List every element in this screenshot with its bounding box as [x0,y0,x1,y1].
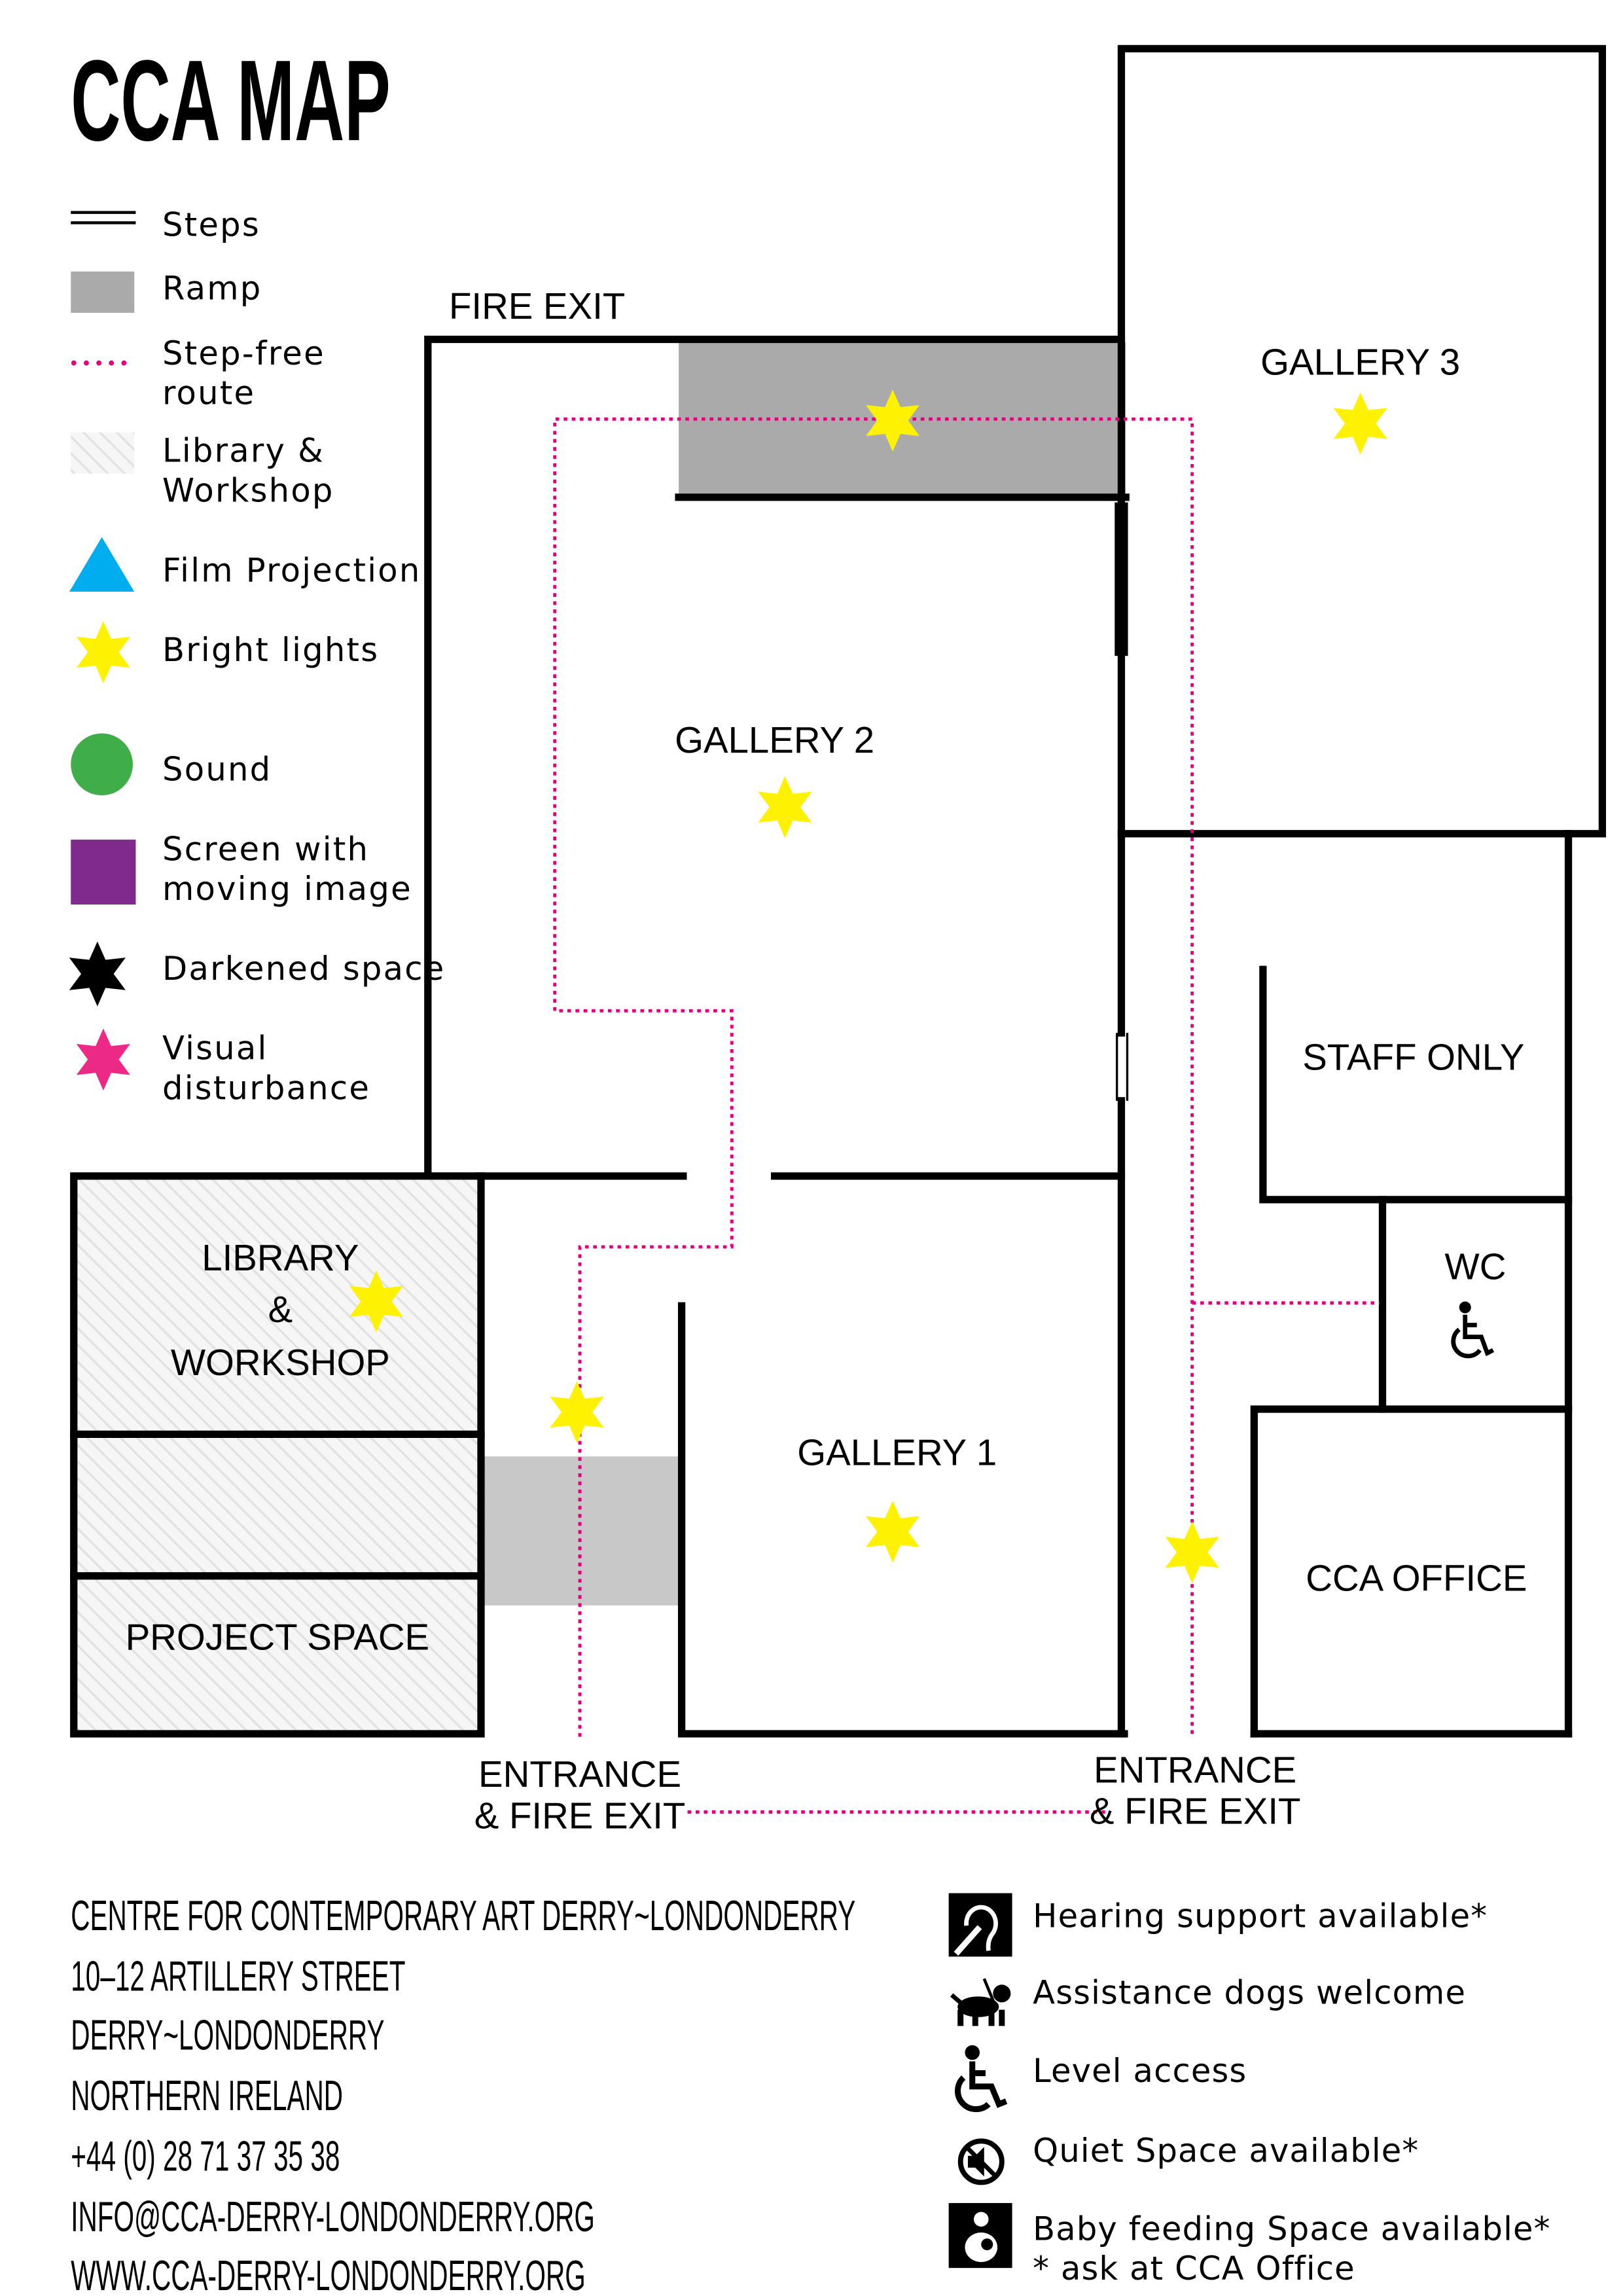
wheelchair-icon [1451,1301,1495,1359]
legend-label: Ramp [162,270,262,308]
phone-number: +44 (0) 28 71 37 35 38 [71,2132,340,2179]
bright-lights-icon [1333,392,1387,455]
entrance-label: ENTRANCE [1094,1749,1296,1790]
legend-label: Screen with [162,830,369,868]
hearing-loop-icon [948,1893,1012,1957]
legend-label: Visual [162,1030,268,1067]
cca-office-label: CCA OFFICE [1306,1557,1527,1598]
library-label: LIBRARY [202,1237,359,1278]
quiet-space-icon [957,2138,1005,2185]
staff-only-label: STAFF ONLY [1302,1037,1524,1078]
address-line: NORTHERN IRELAND [71,2072,343,2119]
hatch-icon [71,432,135,474]
entrance-label: ENTRANCE [478,1753,681,1795]
walls [70,45,1607,1738]
legend-label: disturbance [162,1069,370,1107]
legend: Steps Ramp Step-free route Library & Wor… [69,206,446,1107]
access-label: Baby feeding Space available* [1033,2210,1550,2248]
steps-icon [71,211,136,224]
purple-square-icon [71,839,136,905]
website-link[interactable]: WWW.CCA-DERRY-LONDONDERRY.ORG [71,2251,585,2296]
legend-label: Film Projection [162,551,421,589]
gallery-3-label: GALLERY 3 [1260,342,1460,383]
legend-label: moving image [162,870,412,908]
bright-lights-icon [865,1500,920,1563]
address-line: DERRY~LONDONDERRY [71,2011,384,2059]
library-label: WORKSHOP [171,1342,390,1383]
library-label: & [268,1289,293,1330]
gallery-2-label: GALLERY 2 [675,719,874,761]
legend-label: Steps [162,206,260,244]
legend-label: Darkened space [162,950,446,988]
entrance-label: & FIRE EXIT [1090,1791,1301,1832]
fire-exit-label: FIRE EXIT [449,285,625,327]
ramp-icon [71,271,135,313]
black-star-icon [69,941,126,1007]
wheelchair-icon [954,2045,1008,2113]
address-line: 10–12 ARTILLERY STREET [71,1952,405,2000]
legend-label: Bright lights [162,631,379,669]
bright-lights-icon [865,389,920,452]
wc-label: WC [1445,1246,1507,1287]
access-label: Quiet Space available* [1033,2132,1419,2170]
email-link[interactable]: INFO@CCA-DERRY-LONDONDERRY.ORG [71,2193,595,2240]
yellow-star-icon [76,621,130,683]
legend-label: Sound [162,751,272,789]
project-space-label: PROJECT SPACE [126,1617,430,1658]
access-note: * ask at CCA Office [1033,2250,1355,2287]
accessibility-info: Hearing support available* Assistance do… [948,1893,1550,2287]
pink-star-icon [76,1028,130,1091]
library-workshop-area [77,1179,478,1731]
bright-lights-icon [1165,1521,1219,1584]
step-free-route [553,417,1380,1814]
assistance-dog-icon [950,1978,1011,2026]
baby-feeding-icon [948,2202,1012,2269]
bright-lights-icon [758,776,812,838]
legend-label: route [162,374,255,412]
address-block: CENTRE FOR CONTEMPORARY ART DERRY~LONDON… [71,1892,855,2296]
bright-lights-icon [550,1381,604,1443]
steps-marker [1115,1033,1129,1101]
page-title: CCA MAP [71,36,390,164]
access-label: Hearing support available* [1033,1897,1488,1935]
legend-label: Library & [162,432,325,470]
bright-lights-icon [349,1270,403,1333]
access-label: Level access [1033,2052,1247,2090]
legend-label: Step-free [162,334,325,372]
access-label: Assistance dogs welcome [1033,1974,1466,2012]
triangle-icon [69,537,135,592]
gallery-1-label: GALLERY 1 [797,1432,997,1473]
entrance-label: & FIRE EXIT [474,1795,686,1836]
address-line: CENTRE FOR CONTEMPORARY ART DERRY~LONDON… [71,1892,855,1939]
floor-plan: FIRE EXIT GALLERY 3 GALLERY 2 LIBRARY & … [70,45,1607,1836]
green-circle-icon [71,733,133,796]
legend-label: Workshop [162,472,334,510]
